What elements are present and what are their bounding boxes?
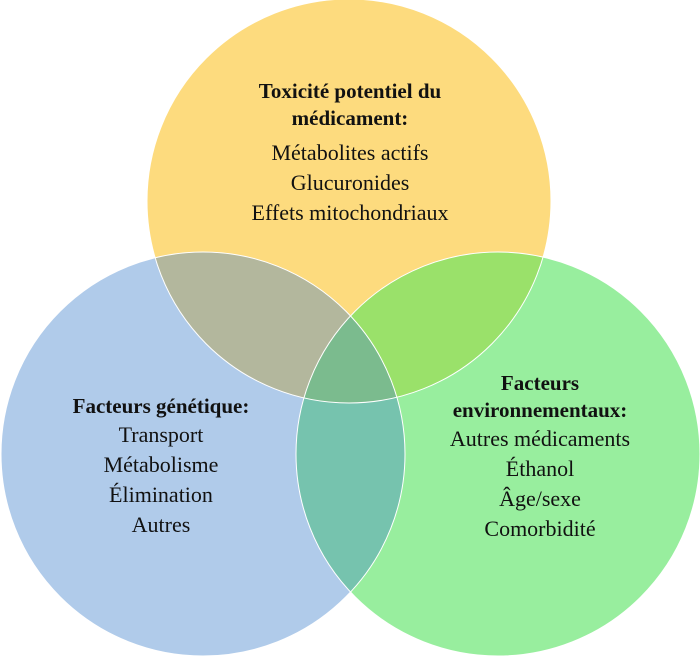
- left-circle-outline: [0, 251, 406, 657]
- left-set-title: Facteurs génétique:: [72, 394, 250, 418]
- left-set-label: Facteurs génétique: Transport Métabolism…: [30, 393, 292, 540]
- top-set-item: Effets mitochondriaux: [251, 200, 449, 225]
- right-set-item: Comorbidité: [484, 516, 596, 541]
- top-left-overlap: [147, 252, 405, 403]
- left-set-item: Transport: [118, 422, 204, 447]
- right-set-item: Éthanol: [505, 456, 575, 481]
- right-set-item: Âge/sexe: [499, 486, 581, 511]
- top-set-title: Toxicité potentiel du médicament:: [258, 79, 442, 130]
- top-circle-outline: [146, 0, 552, 404]
- top-set-item: Glucuronides: [290, 170, 410, 195]
- left-set-item: Autres: [131, 512, 191, 537]
- left-set-item: Élimination: [109, 482, 213, 507]
- top-set-label: Toxicité potentiel du médicament: Métabo…: [200, 78, 500, 228]
- top-right-overlap: [296, 252, 551, 403]
- left-set-item: Métabolisme: [103, 452, 219, 477]
- right-set-title: Facteurs environnementaux:: [452, 371, 628, 422]
- right-set-label: Facteurs environnementaux: Autres médica…: [415, 370, 665, 544]
- right-circle-outline: [295, 251, 700, 657]
- top-set-item: Métabolites actifs: [271, 140, 429, 165]
- right-set-item: Autres médicaments: [449, 426, 631, 451]
